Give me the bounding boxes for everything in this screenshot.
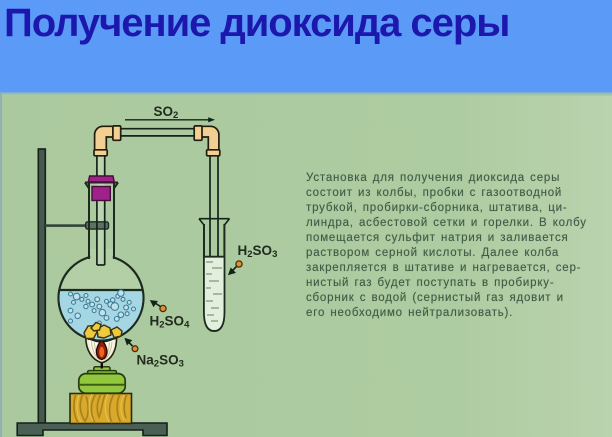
svg-text:H2SO4: H2SO4 [150,313,191,330]
svg-text:H2SO3: H2SO3 [238,243,278,260]
svg-text:SO2: SO2 [154,104,179,121]
svg-text:Na2SO3: Na2SO3 [137,352,184,369]
